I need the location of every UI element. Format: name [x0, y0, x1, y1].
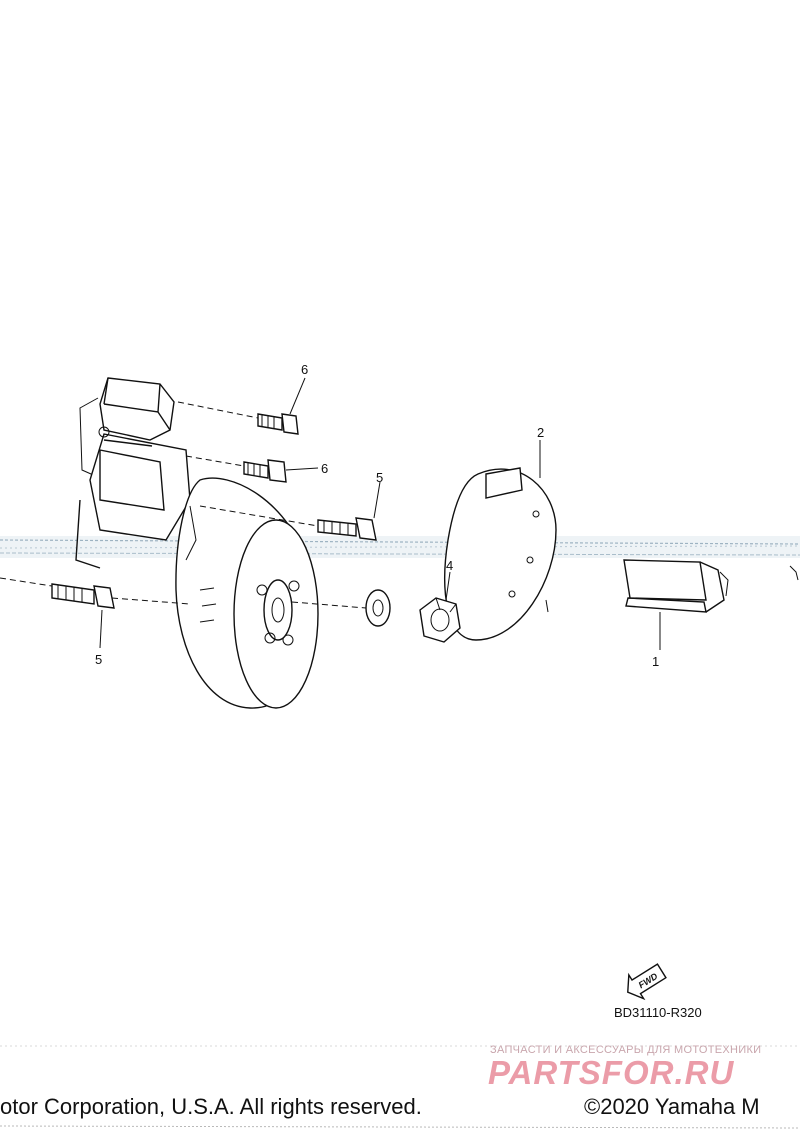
- bolt-6-lower: [243, 459, 287, 483]
- callout-6-lower: 6: [321, 461, 328, 476]
- flywheel-rotor: [175, 477, 319, 709]
- callout-5-center: 5: [376, 470, 383, 485]
- bolt-5-center: [317, 517, 377, 541]
- pickup-bracket: [623, 559, 799, 613]
- callout-1: 1: [652, 654, 659, 669]
- bolt-6-upper: [257, 413, 299, 435]
- diagram-code: BD31110-R320: [614, 1005, 702, 1020]
- callout-4: 4: [446, 558, 453, 573]
- callout-5-left: 5: [95, 652, 102, 667]
- watermark-logo: PARTSFOR.RU: [488, 1054, 735, 1091]
- nut: [419, 597, 461, 643]
- washer: [365, 589, 391, 627]
- stator-plate: [444, 467, 557, 641]
- callouts: 1 2 4 5 5 6 6: [95, 362, 659, 669]
- bolt-5-left: [51, 583, 115, 609]
- copyright-right: ©2020 Yamaha M: [584, 1094, 760, 1119]
- callout-6-upper: 6: [301, 362, 308, 377]
- watermark-subtitle: ЗАПЧАСТИ И АКСЕССУАРЫ ДЛЯ МОТОТЕХНИКИ: [490, 1044, 762, 1056]
- copyright-left: otor Corporation, U.S.A. All rights rese…: [0, 1094, 422, 1119]
- scan-noise-band: [0, 536, 800, 1129]
- callout-2: 2: [537, 425, 544, 440]
- leader-lines: [99, 377, 661, 650]
- assembly-lines: [0, 401, 367, 609]
- fwd-arrow-icon: FWD: [627, 963, 667, 1001]
- pickup-coil-assembly: [75, 377, 191, 569]
